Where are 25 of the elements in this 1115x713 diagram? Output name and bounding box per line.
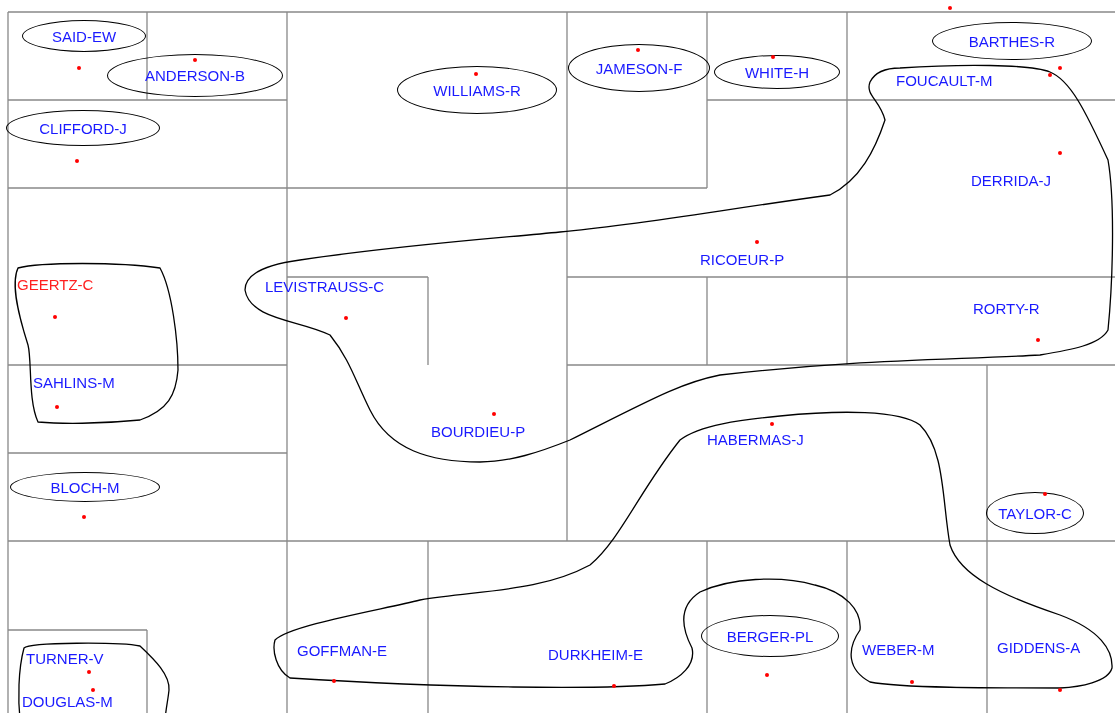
author-label: WHITE-H <box>744 63 810 81</box>
author-label: HABERMAS-J <box>707 431 804 448</box>
author-label: SAHLINS-M <box>33 374 115 391</box>
author-label: DERRIDA-J <box>971 172 1051 189</box>
author-label: BERGER-PL <box>726 627 814 645</box>
author-label: BLOCH-M <box>50 478 120 496</box>
author-label: GEERTZ-C <box>17 276 94 293</box>
author-label: TURNER-V <box>26 650 104 667</box>
author-label: WEBER-M <box>862 641 935 658</box>
author-label: ANDERSON-B <box>145 66 245 84</box>
author-label: TAYLOR-C <box>998 504 1072 522</box>
author-label: JAMESON-F <box>595 59 683 77</box>
author-label: DOUGLAS-M <box>22 693 113 710</box>
author-label: WILLIAMS-R <box>433 81 521 99</box>
author-label: RICOEUR-P <box>700 251 785 268</box>
author-label: BOURDIEU-P <box>431 423 526 440</box>
author-label: FOUCAULT-M <box>896 72 993 89</box>
author-label: RORTY-R <box>973 300 1040 317</box>
author-label: LEVISTRAUSS-C <box>265 278 385 295</box>
author-label: GOFFMAN-E <box>297 642 387 659</box>
author-label: BARTHES-R <box>968 32 1056 50</box>
author-label: SAID-EW <box>51 27 117 45</box>
author-label: GIDDENS-A <box>997 639 1081 656</box>
author-label: CLIFFORD-J <box>39 119 127 137</box>
author-label: DURKHEIM-E <box>548 646 643 663</box>
